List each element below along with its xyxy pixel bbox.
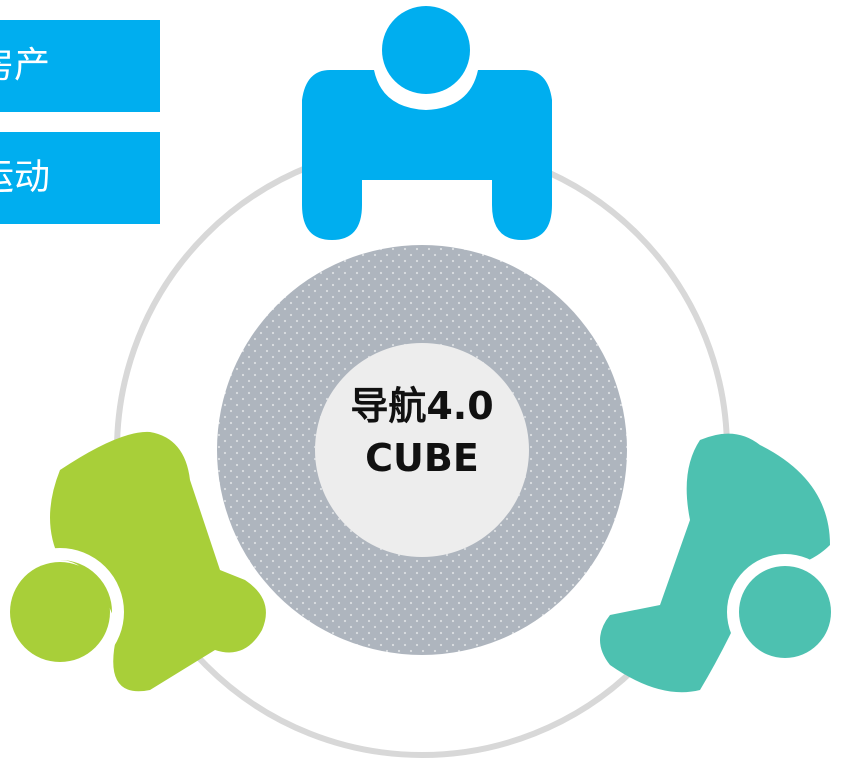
center-title: 导航4.0 bbox=[350, 384, 494, 428]
person-bottom-right-icon bbox=[600, 433, 841, 693]
person-top-icon bbox=[302, 6, 552, 240]
center-subtitle: CUBE bbox=[365, 436, 479, 480]
category-tag-realestate[interactable]: 房产 bbox=[0, 20, 160, 112]
category-tag-label: 房产 bbox=[0, 45, 51, 86]
center-disc bbox=[315, 343, 529, 557]
center-label: 导航4.0 CUBE bbox=[316, 358, 528, 518]
person-bottom-left-icon bbox=[0, 431, 266, 692]
category-tag-sports[interactable]: 运动 bbox=[0, 132, 160, 224]
category-tag-label: 运动 bbox=[0, 157, 51, 198]
